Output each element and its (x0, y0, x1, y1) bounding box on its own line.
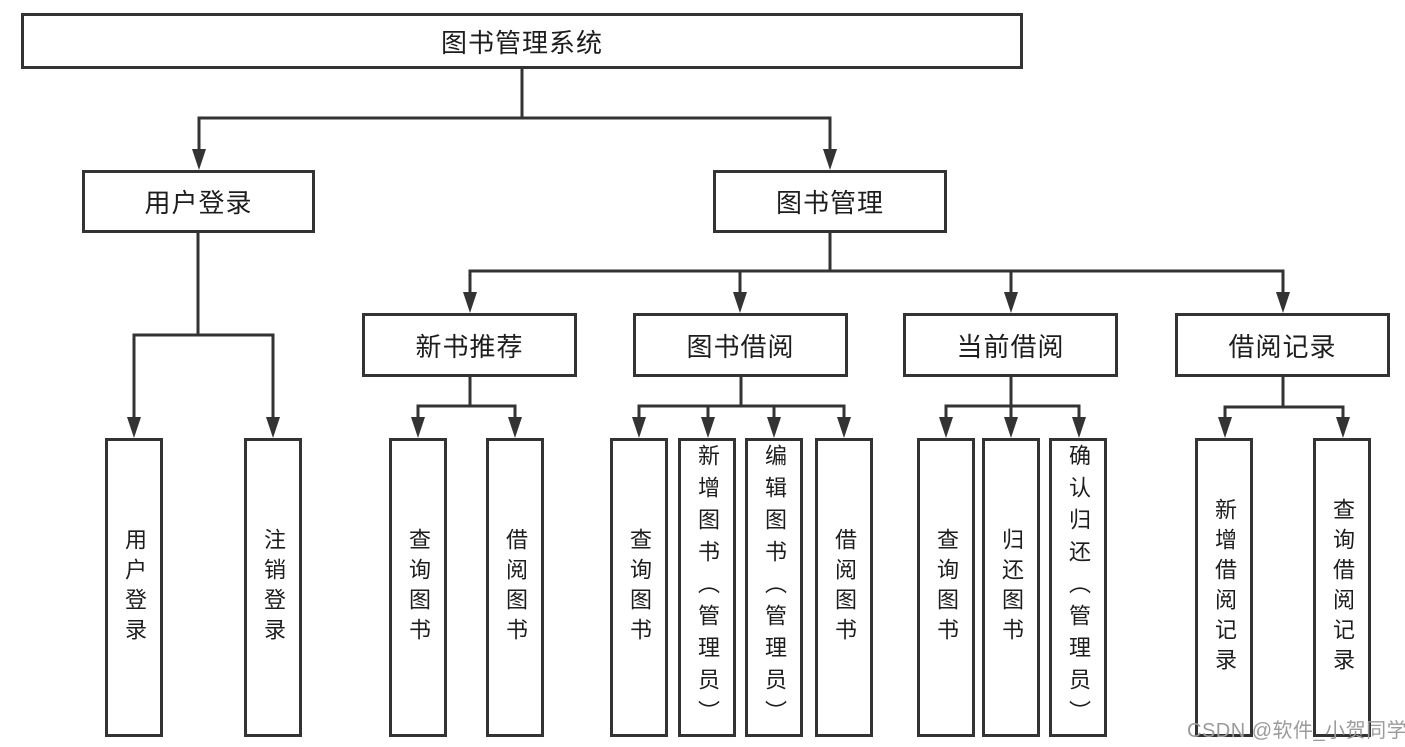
leaf-label: 查询图书 (934, 527, 959, 648)
node-library-system: 图书管理系统 (21, 13, 1023, 69)
leaf-query-borrow-record: 查询借阅记录 (1313, 438, 1371, 737)
leaf-label: 确认归还（管理员） (1066, 443, 1091, 732)
leaf-query-books-recommend: 查询图书 (389, 438, 447, 737)
leaf-borrow-books: 借阅图书 (815, 438, 873, 737)
leaf-label: 用户登录 (122, 527, 147, 648)
node-new-book-recommend: 新书推荐 (362, 313, 577, 377)
leaf-label: 查询图书 (406, 527, 431, 648)
leaf-add-borrow-record: 新增借阅记录 (1195, 438, 1253, 737)
leaf-label: 查询图书 (627, 527, 652, 648)
csdn-watermark: CSDN @软件_小贺同学 (1187, 720, 1405, 742)
node-book-management: 图书管理 (713, 170, 947, 233)
leaf-logout: 注销登录 (244, 438, 302, 737)
leaf-label: 查询借阅记录 (1330, 497, 1355, 678)
leaf-label: 注销登录 (261, 527, 286, 648)
leaf-confirm-return-admin: 确认归还（管理员） (1049, 438, 1107, 737)
node-user-login: 用户登录 (82, 170, 315, 233)
leaf-add-book-admin: 新增图书（管理员） (678, 438, 736, 737)
node-label: 当前借阅 (956, 331, 1065, 362)
leaf-user-login: 用户登录 (105, 438, 163, 737)
leaf-query-books-borrow: 查询图书 (610, 438, 668, 737)
node-current-borrow: 当前借阅 (903, 313, 1118, 377)
node-book-borrow: 图书借阅 (633, 313, 848, 377)
node-label: 图书管理 (775, 188, 884, 218)
leaf-label: 借阅图书 (832, 527, 857, 648)
node-label: 用户登录 (144, 188, 253, 218)
leaf-label: 归还图书 (999, 527, 1024, 648)
node-borrow-records: 借阅记录 (1175, 313, 1390, 377)
leaf-label: 新增图书（管理员） (695, 443, 720, 732)
leaf-label: 编辑图书（管理员） (762, 443, 787, 732)
leaf-return-books: 归还图书 (982, 438, 1040, 737)
leaf-label: 新增借阅记录 (1212, 497, 1237, 678)
leaf-label: 借阅图书 (503, 527, 528, 648)
node-label: 图书管理系统 (440, 27, 603, 58)
node-label: 借阅记录 (1228, 331, 1337, 362)
node-label: 图书借阅 (686, 331, 795, 362)
node-label: 新书推荐 (415, 331, 524, 362)
leaf-borrow-books-recommend: 借阅图书 (486, 438, 544, 737)
leaf-query-books-current: 查询图书 (917, 438, 975, 737)
leaf-edit-book-admin: 编辑图书（管理员） (745, 438, 803, 737)
